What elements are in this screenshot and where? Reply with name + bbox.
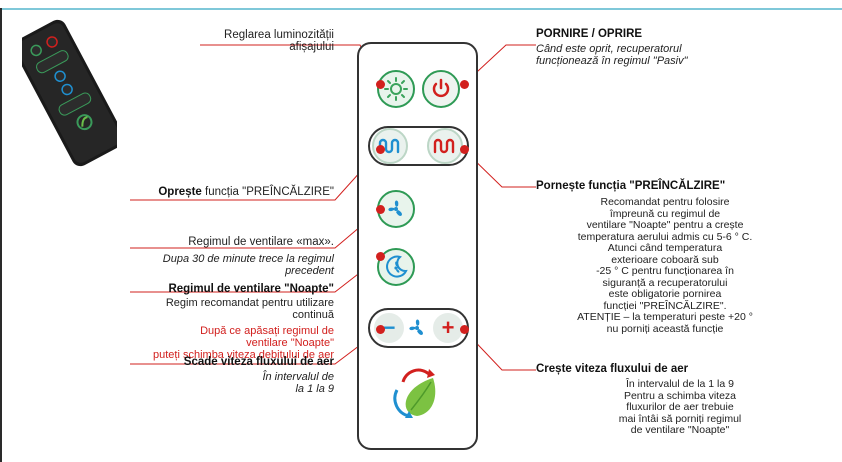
fan-night-icon [386, 255, 408, 278]
frame-left-border [0, 8, 2, 462]
remote-control-icon [22, 19, 117, 167]
fan-icon [388, 200, 402, 216]
preheat-desc-line: exterioare coboară sub [611, 253, 719, 266]
decrease-speed-label: Scade viteza fluxului de aer În interval… [100, 356, 334, 395]
power-label: PORNIRE / OPRIRE Când este oprit, recupe… [536, 28, 786, 67]
power-desc-line2: funcționează în regimul "Pasiv" [536, 55, 688, 67]
marker-dot [460, 325, 469, 334]
brightness-label: Reglarea luminozității afișajului [150, 29, 334, 53]
preheat-off-bold: Oprește [158, 186, 202, 198]
brightness-button[interactable] [377, 70, 415, 108]
power-button[interactable] [422, 70, 460, 108]
night-title: Regimul de ventilare "Noapte" [168, 283, 334, 295]
night-ventilation-label: Regimul de ventilare "Noapte" Regim reco… [100, 283, 334, 361]
increase-desc-line: fluxurilor de aer trebuie [626, 401, 734, 413]
preheat-desc-line: împreună cu regimul de [609, 207, 721, 220]
preheat-desc-line: ATENȚIE – la temperaturi peste +20 ° [577, 311, 753, 323]
increase-desc-line: de ventilare "Noapte" [630, 424, 730, 436]
frame-top-border [0, 8, 842, 10]
night-note-line3: puteți schimba viteza debitului de aer [153, 349, 334, 361]
increase-speed-button[interactable]: + [433, 313, 463, 343]
increase-desc-line: În intervalul de la 1 la 9 [626, 378, 734, 390]
marker-dot [376, 252, 385, 261]
night-desc-line1: Regim recomandat pentru utilizare [165, 297, 334, 309]
power-icon [432, 78, 450, 98]
preheat-on-description: Recomandat pentru folosire împreună cu r… [560, 196, 770, 335]
max-desc-line1: Dupa 30 de minute trece la regimul [162, 253, 334, 265]
max-title: Regimul de ventilare «max». [188, 236, 334, 248]
power-desc-line1: Când este oprit, recuperatorul [536, 43, 682, 55]
power-title: PORNIRE / OPRIRE [536, 28, 643, 40]
brightness-title-line1: Reglarea luminozității [224, 29, 334, 41]
control-panel: − + [357, 42, 478, 450]
preheat-desc-line: Recomandat pentru folosire [600, 196, 730, 208]
preheat-desc-line: Atunci când temperatura [607, 242, 723, 254]
preheat-desc-line: funcției "PREÎNCĂLZIRE". [603, 299, 727, 312]
marker-dot [460, 80, 469, 89]
night-desc-line2: continuă [292, 309, 334, 321]
increase-title: Crește viteza fluxului de aer [536, 363, 689, 375]
increase-desc-line: Pentru a schimba viteza [623, 389, 737, 402]
night-note-line2: ventilare "Noapte" [246, 337, 334, 349]
preheat-on-button[interactable] [427, 128, 463, 164]
decrease-desc-line2: la 1 la 9 [295, 383, 334, 395]
marker-dot [376, 145, 385, 154]
fan-speed-indicator [404, 315, 430, 341]
preheat-desc-line: siguranță a recuperatorului [602, 276, 728, 289]
decrease-title: Scade viteza fluxului de aer [183, 356, 334, 368]
increase-desc-line: mai întâi să porniți regimul [618, 412, 742, 425]
brightness-title-line2: afișajului [289, 41, 334, 53]
decrease-desc-line1: În intervalul de [262, 371, 334, 383]
preheat-on-title: Pornește funcția "PREÎNCĂLZIRE" [536, 180, 726, 192]
heater-red-icon [433, 138, 455, 154]
preheat-desc-line: ventilare "Noapte" pentru a crește [586, 219, 744, 231]
max-ventilation-label: Regimul de ventilare «max». Dupa 30 de m… [100, 236, 334, 277]
preheat-off-label: Oprește funcția "PREÎNCĂLZIRE" [100, 186, 334, 198]
fan-icon [409, 319, 423, 335]
heater-blue-icon [378, 138, 400, 154]
sun-icon [384, 77, 408, 101]
preheat-desc-line: -25 ° C pentru funcționarea în [596, 265, 734, 277]
preheat-desc-line: nu porniți această funcție [606, 322, 724, 335]
night-note-line1: După ce apăsați regimul de [200, 325, 334, 337]
marker-dot [376, 325, 385, 334]
marker-dot [376, 80, 385, 89]
marker-dot [376, 205, 385, 214]
increase-description: În intervalul de la 1 la 9 Pentru a schi… [590, 378, 770, 437]
max-desc-line2: precedent [285, 265, 334, 277]
marker-dot [460, 145, 469, 154]
preheat-off-rest: funcția "PREÎNCĂLZIRE" [205, 186, 334, 198]
recycle-leaf-icon [393, 368, 436, 418]
preheat-desc-line: este obligatorie pornirea [608, 288, 722, 300]
preheat-desc-line: temperatura aerului admis cu 5-6 ° C. [577, 230, 753, 243]
